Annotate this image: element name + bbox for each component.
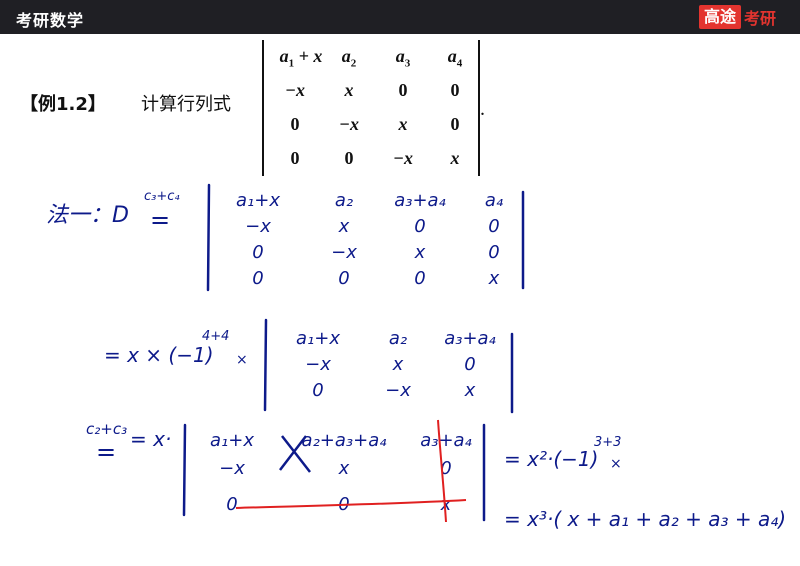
det1-cell-r2-c1: −x	[245, 216, 271, 237]
problem-period: .	[480, 98, 485, 120]
det1-cell-r3-c1: 0	[252, 242, 263, 263]
det1-cell-r4-c1: 0	[252, 268, 263, 289]
det1-cell-r4-c2: 0	[338, 268, 349, 289]
det2-cell-r3-c1: 0	[312, 380, 323, 401]
column-op-2: c₂+c₃	[86, 420, 127, 438]
result1-exponent: 3+3	[594, 435, 621, 450]
cross-out-mark	[279, 435, 311, 473]
step2-prefix: = x × (−1)	[104, 343, 214, 367]
det1-left-bar	[206, 183, 211, 292]
det2-cell-r3-c2: −x	[385, 380, 411, 401]
det2-cell-r1-c3: a₃+a₄	[444, 328, 496, 349]
det2-cell-r3-c3: x	[464, 380, 476, 401]
top-bar: 考研数学 高途 考研	[0, 0, 800, 34]
matrix-cell-r2-c2: x	[344, 80, 354, 100]
det3-cell-r2-c2: x	[338, 458, 350, 479]
step2-exponent: 4+4	[202, 329, 229, 344]
equals-sign-2: =	[96, 438, 116, 466]
det3-cell-r2-c1: −x	[219, 458, 245, 479]
det1-cell-r3-c3: x	[414, 242, 426, 263]
method-label: 法一：D	[46, 203, 129, 228]
column-op-1: c₃+c₄	[144, 189, 180, 204]
det3-cell-r1-c1: a₁+x	[210, 430, 254, 451]
brand-logo: 高途 考研	[698, 4, 776, 30]
matrix-cell-r1-c4: a4	[447, 46, 463, 70]
result-line-1: = x²·(−1)	[504, 447, 598, 471]
step2-times: ×	[236, 352, 248, 368]
matrix-cell-r1-c1: a1 + x	[279, 46, 323, 70]
det2-cell-r2-c3: 0	[464, 354, 475, 375]
problem-text: 计算行列式	[141, 94, 231, 115]
matrix-cell-r4-c4: x	[450, 148, 460, 168]
det3-cell-r3-c1: 0	[226, 494, 237, 515]
brand-logo-box: 高途	[698, 5, 741, 29]
det3-left-bar	[182, 423, 187, 517]
equals-sign-1: =	[150, 206, 170, 234]
matrix-cell-r3-c4: 0	[450, 114, 460, 134]
det1-cell-r4-c3: 0	[414, 268, 425, 289]
det2-cell-r2-c1: −x	[305, 354, 331, 375]
det3-cell-r2-c3: 0	[440, 458, 451, 479]
matrix-cell-r3-c3: x	[398, 114, 408, 134]
matrix-cell-r2-c1: −x	[285, 80, 305, 100]
det2-entries: a₁+x a₂ a₃+a₄ −x x 0 0 −x x	[296, 328, 497, 401]
matrix-cell-r4-c3: −x	[393, 148, 413, 168]
step3-prefix: = x·	[130, 427, 171, 451]
det2-cell-r1-c1: a₁+x	[296, 328, 340, 349]
det1-cell-r3-c4: 0	[488, 242, 499, 263]
det1-cell-r2-c2: x	[338, 216, 350, 237]
course-title: 考研数学	[16, 11, 85, 30]
det1-cell-r1-c1: a₁+x	[236, 190, 280, 211]
det1-cell-r1-c4: a₄	[485, 190, 504, 211]
matrix-cell-r3-c1: 0	[290, 114, 300, 134]
brand-logo-text: 考研	[743, 9, 776, 28]
result1-times: ×	[610, 456, 622, 472]
det2-cell-r2-c2: x	[392, 354, 404, 375]
red-column-strike	[437, 419, 447, 523]
matrix-cell-r2-c3: 0	[398, 80, 408, 100]
det2-cell-r1-c2: a₂	[389, 328, 407, 349]
det1-cell-r4-c4: x	[488, 268, 500, 289]
det1-cell-r1-c3: a₃+a₄	[394, 190, 446, 211]
problem-label: 【例1.2】	[20, 94, 106, 115]
matrix-cell-r3-c2: −x	[339, 114, 359, 134]
matrix-cell-r1-c2: a2	[341, 46, 357, 70]
matrix-cell-r4-c2: 0	[344, 148, 354, 168]
det3-cell-r1-c3: a₃+a₄	[420, 430, 472, 451]
det1-entries: a₁+x a₂ a₃+a₄ a₄ −x x 0 0 0 −x x 0 0 0 0 x	[236, 190, 504, 289]
result-line-2: = x³·( x + a₁ + a₂ + a₃ + a₄)	[504, 507, 786, 531]
red-row-strike	[235, 499, 467, 509]
det1-cell-r1-c2: a₂	[335, 190, 353, 211]
det1-cell-r2-c4: 0	[488, 216, 499, 237]
det2-left-bar	[263, 318, 268, 412]
matrix-cell-r2-c4: 0	[450, 80, 460, 100]
printed-determinant: a1 + x a2 a3 a4 −x x 0 0 0 −x x 0 0 0 −x x	[262, 40, 480, 176]
det1-cell-r3-c2: −x	[331, 242, 357, 263]
det3-cell-r1-c2: a₂+a₃+a₄	[302, 430, 388, 451]
matrix-cell-r4-c1: 0	[290, 148, 300, 168]
matrix-cell-r1-c3: a3	[395, 46, 411, 70]
det1-cell-r2-c3: 0	[414, 216, 425, 237]
